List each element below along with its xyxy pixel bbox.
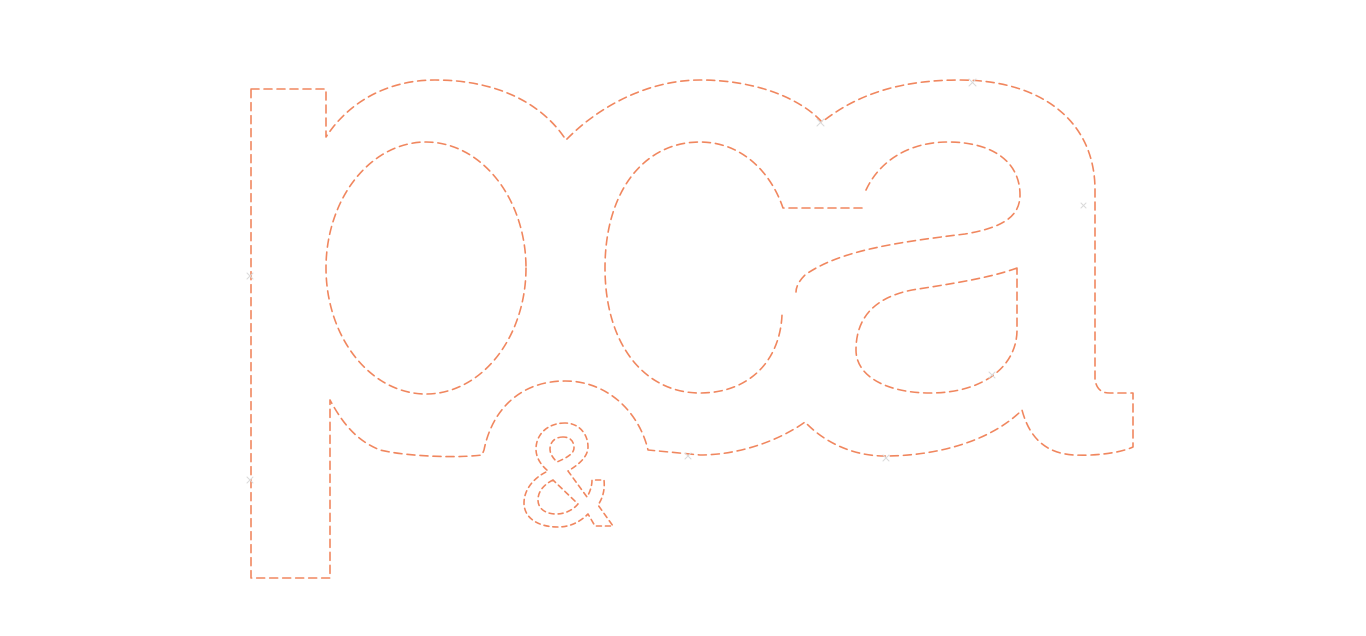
- letter-c-inner: [604, 141, 863, 394]
- registration-mark: [816, 118, 825, 127]
- registration-mark: [684, 452, 692, 460]
- registration-mark: [882, 454, 890, 462]
- letter-p-counter: [325, 141, 527, 395]
- ampersand-bottom-loop: [537, 479, 579, 515]
- ampersand-outline: [523, 422, 614, 528]
- registration-mark: [246, 272, 254, 280]
- registration-marks: [246, 78, 1087, 484]
- letter-p-outer: [250, 79, 1134, 579]
- ampersand-outer: [523, 422, 614, 528]
- registration-mark: [1080, 202, 1087, 209]
- letter-a-counter: [855, 267, 1018, 394]
- ampersand-top-loop: [549, 436, 575, 463]
- registration-mark: [246, 476, 254, 484]
- letter-a-hook: [795, 141, 1021, 293]
- registration-mark: [968, 78, 977, 87]
- registration-mark: [988, 371, 996, 379]
